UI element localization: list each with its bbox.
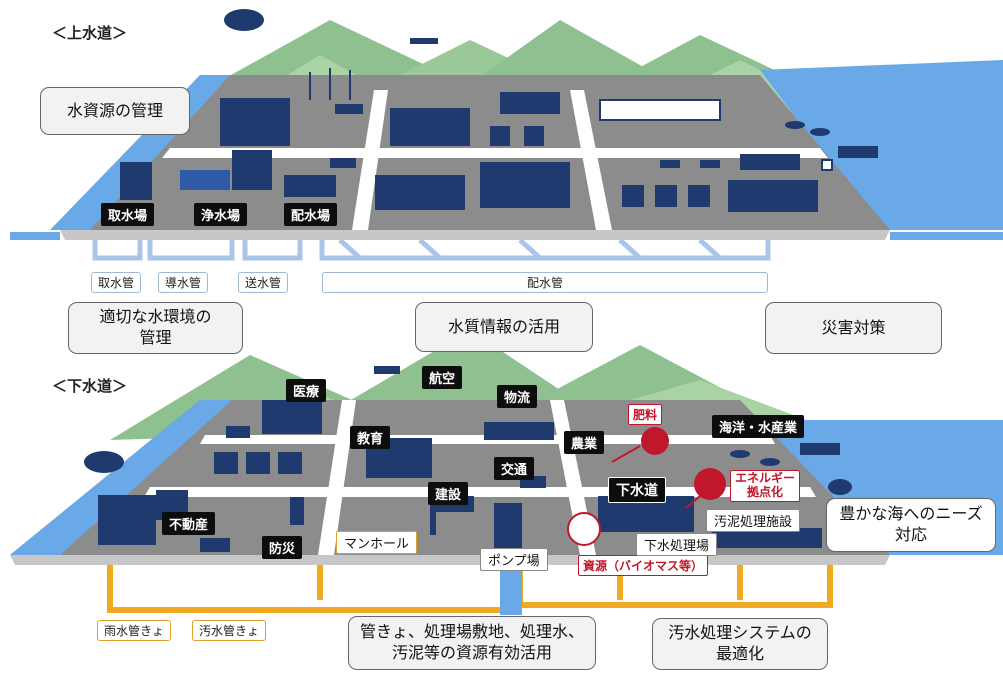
callout-rich-sea: 豊かな海へのニーズ 対応 [826, 498, 996, 552]
label-treatment-plant: 下水処理場 [636, 533, 718, 556]
label-resource-biomass: 資源（バイオマス等） [578, 555, 709, 576]
stormwater-pipe-label: 雨水管きょ [97, 620, 172, 641]
label-pump-station: ポンプ場 [480, 548, 548, 571]
label-energy-hub: エネルギー 拠点化 [730, 470, 801, 502]
tag-sewerage: 下水道 [608, 477, 666, 503]
label-manhole: マンホール [336, 531, 418, 554]
transmission-pipe-label: 送水管 [238, 272, 289, 293]
intake-station-label: 取水場 [101, 203, 155, 226]
tag-marine: 海洋・水産業 [712, 415, 805, 438]
callout-water-resources: 水資源の管理 [40, 87, 190, 135]
purification-plant-label: 浄水場 [194, 203, 248, 226]
sewage-pipe-label: 汚水管きょ [192, 620, 267, 641]
tag-real-estate: 不動産 [162, 512, 216, 535]
callout-water-environment: 適切な水環境の 管理 [68, 302, 243, 354]
upper-wind-turbines [309, 68, 351, 100]
tag-traffic: 交通 [494, 457, 535, 480]
intake-pipe-label: 取水管 [91, 272, 142, 293]
lower-red-icons [567, 427, 726, 546]
distribution-station-label: 配水場 [284, 203, 338, 226]
distribution-pipe-label: 配水管 [322, 272, 768, 293]
tag-logistics: 物流 [497, 385, 538, 408]
conveyance-pipe-label: 導水管 [158, 272, 209, 293]
tag-aviation: 航空 [422, 366, 463, 389]
label-fertilizer: 肥料 [628, 404, 663, 425]
tag-construction: 建設 [428, 482, 469, 505]
sewerage-title: ＜下水道＞ [52, 377, 128, 395]
upper-pipes [92, 238, 771, 261]
callout-optimization: 汚水処理システムの 最適化 [652, 618, 828, 670]
upper-sea [760, 60, 1003, 230]
tag-medical: 医療 [286, 379, 327, 402]
upper-buildings [120, 9, 878, 212]
lower-sewer-pipes [107, 565, 833, 613]
label-sludge-facility: 汚泥処理施設 [706, 509, 801, 532]
tag-education: 教育 [350, 426, 391, 449]
tag-disaster-prevention: 防災 [262, 536, 303, 559]
callout-disaster: 災害対策 [765, 302, 942, 354]
lower-buildings [84, 366, 852, 553]
callout-water-quality: 水質情報の活用 [415, 302, 593, 352]
lower-river [10, 400, 232, 555]
tag-agriculture: 農業 [564, 431, 605, 454]
callout-resource-use: 管きょ、処理場敷地、処理水、 汚泥等の資源有効活用 [348, 616, 596, 670]
pump-shaft [500, 565, 522, 615]
water-supply-title: ＜上水道＞ [52, 24, 128, 42]
